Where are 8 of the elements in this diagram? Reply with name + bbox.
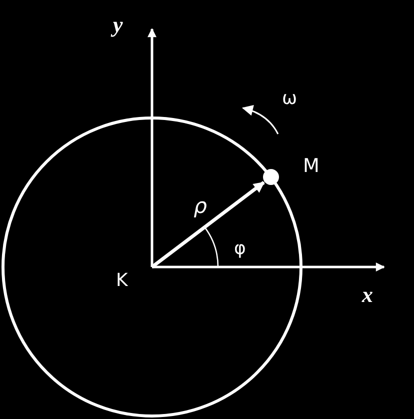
axis-label: x [362, 284, 373, 306]
point-marker [263, 169, 279, 185]
angular-velocity-label: ω [282, 90, 298, 108]
point-label: M [303, 157, 320, 176]
origin-label: K [116, 267, 152, 290]
angle-label: φ [234, 240, 246, 258]
axis-label: y [113, 14, 123, 36]
radius-vector-arrow [150, 181, 265, 268]
